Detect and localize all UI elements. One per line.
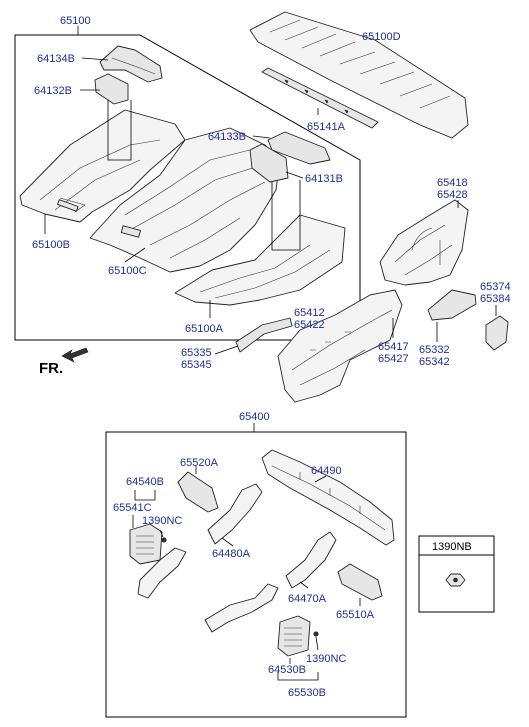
leader-64134B: [81, 57, 109, 61]
label-65342: 65342: [419, 356, 450, 368]
label-64131B: 64131B: [305, 173, 343, 185]
label-65530B: 65530B: [288, 687, 326, 699]
label-65335: 65335: [181, 347, 212, 359]
part-65100B-detail: [39, 139, 161, 213]
leader-64131B-drop: [271, 180, 301, 251]
leader-64540B: [134, 490, 156, 501]
part-lower-rear-member: [204, 583, 279, 633]
part-64134B-detail: [111, 57, 156, 75]
part-65510A-bracket: [337, 563, 383, 601]
label-64490: 64490: [311, 465, 342, 477]
label-65400: 65400: [239, 411, 270, 423]
label-65100: 65100: [60, 15, 91, 27]
leader-64133B: [252, 135, 271, 139]
label-65100B: 65100B: [32, 239, 70, 251]
part-65412-detail: [291, 309, 393, 386]
label-65141A: 65141A: [307, 121, 346, 133]
part-65100C-detail: [124, 149, 266, 259]
leader-65335: [214, 345, 239, 355]
leader-64480A: [221, 537, 234, 547]
part-65335-rail: [235, 317, 293, 353]
label-65100C: 65100C: [108, 265, 147, 277]
nut-1390NB-hole: [453, 577, 458, 583]
label-65418: 65418: [437, 177, 468, 189]
part-65141A-strip: [261, 67, 379, 129]
part-65100B-hole: [57, 199, 79, 212]
part-65418-wheelhouse: [379, 199, 469, 286]
label-64540B: 64540B: [126, 476, 164, 488]
label-1390NB: 1390NB: [432, 541, 472, 553]
label-65427: 65427: [378, 353, 409, 365]
part-64131B-bracket: [249, 143, 289, 183]
part-64540B-rail: [137, 547, 187, 599]
part-65100D-rear-panel: [249, 11, 469, 139]
label-65100A: 65100A: [185, 323, 224, 335]
label-65345: 65345: [181, 359, 212, 371]
bolt-1390NC-upper: [161, 537, 167, 543]
part-64470A-member: [285, 531, 337, 589]
label-65374: 65374: [480, 281, 511, 293]
label-64132B: 64132B: [34, 85, 72, 97]
label-65417: 65417: [378, 341, 409, 353]
leader-1390NC-upper: [159, 529, 164, 538]
label-64134B: 64134B: [37, 53, 75, 65]
lower-group-outline: [105, 431, 407, 718]
label-64470A: 64470A: [288, 593, 327, 605]
label-65100D: 65100D: [362, 31, 401, 43]
part-65100B-left-floor: [19, 109, 186, 223]
part-64132B-bracket: [94, 73, 129, 105]
label-65422: 65422: [294, 319, 325, 331]
part-64490-detail: [271, 465, 386, 531]
part-64480A-member: [207, 483, 263, 545]
label-64133B: 64133B: [208, 131, 246, 143]
label-65428: 65428: [437, 189, 468, 201]
label-1390NC-lower: 1390NC: [306, 653, 346, 665]
label-65332: 65332: [419, 344, 450, 356]
label-64480A: 64480A: [212, 548, 251, 560]
label-65541C: 65541C: [113, 502, 152, 514]
part-65141A-holes: [284, 79, 349, 114]
part-65100D-ribs: [269, 19, 451, 109]
part-64530B-panel: [277, 615, 311, 657]
part-65100A-rear-floor: [174, 214, 346, 306]
part-65100C-tab: [120, 225, 141, 238]
leader-65530B: [277, 672, 319, 681]
label-1390NC-upper: 1390NC: [142, 515, 182, 527]
label-65510A: 65510A: [336, 609, 375, 621]
leader-64131B: [285, 171, 304, 179]
leader-64132B-drop: [107, 100, 132, 161]
label-65412: 65412: [294, 307, 325, 319]
part-64530B-detail: [284, 627, 302, 647]
label-65384: 65384: [480, 293, 511, 305]
part-65520A-bracket: [177, 471, 219, 513]
part-64540B-panel: [129, 523, 163, 565]
part-65412-side-member: [277, 289, 403, 403]
part-65100A-detail: [199, 244, 331, 299]
part-1390NB-box: [418, 535, 495, 613]
part-65374-plate: [485, 315, 509, 351]
part-64540B-detail: [136, 535, 154, 555]
part-65418-detail: [394, 224, 453, 276]
label-65520A: 65520A: [180, 457, 219, 469]
leader-65100C: [124, 247, 146, 263]
part-65332-bracket: [427, 289, 477, 321]
leader-64470A: [299, 581, 309, 589]
part-64490-cross-member: [261, 449, 395, 546]
leader-1390NC-lower: [315, 636, 319, 651]
front-direction-label: FR.: [39, 360, 63, 377]
part-64134B-bracket: [99, 45, 163, 83]
floor-group-outline: [14, 34, 361, 341]
bolt-1390NC-lower: [313, 631, 319, 637]
label-64530B: 64530B: [268, 664, 306, 676]
front-direction-arrow-icon: [61, 347, 89, 363]
leader-64490: [314, 475, 327, 483]
